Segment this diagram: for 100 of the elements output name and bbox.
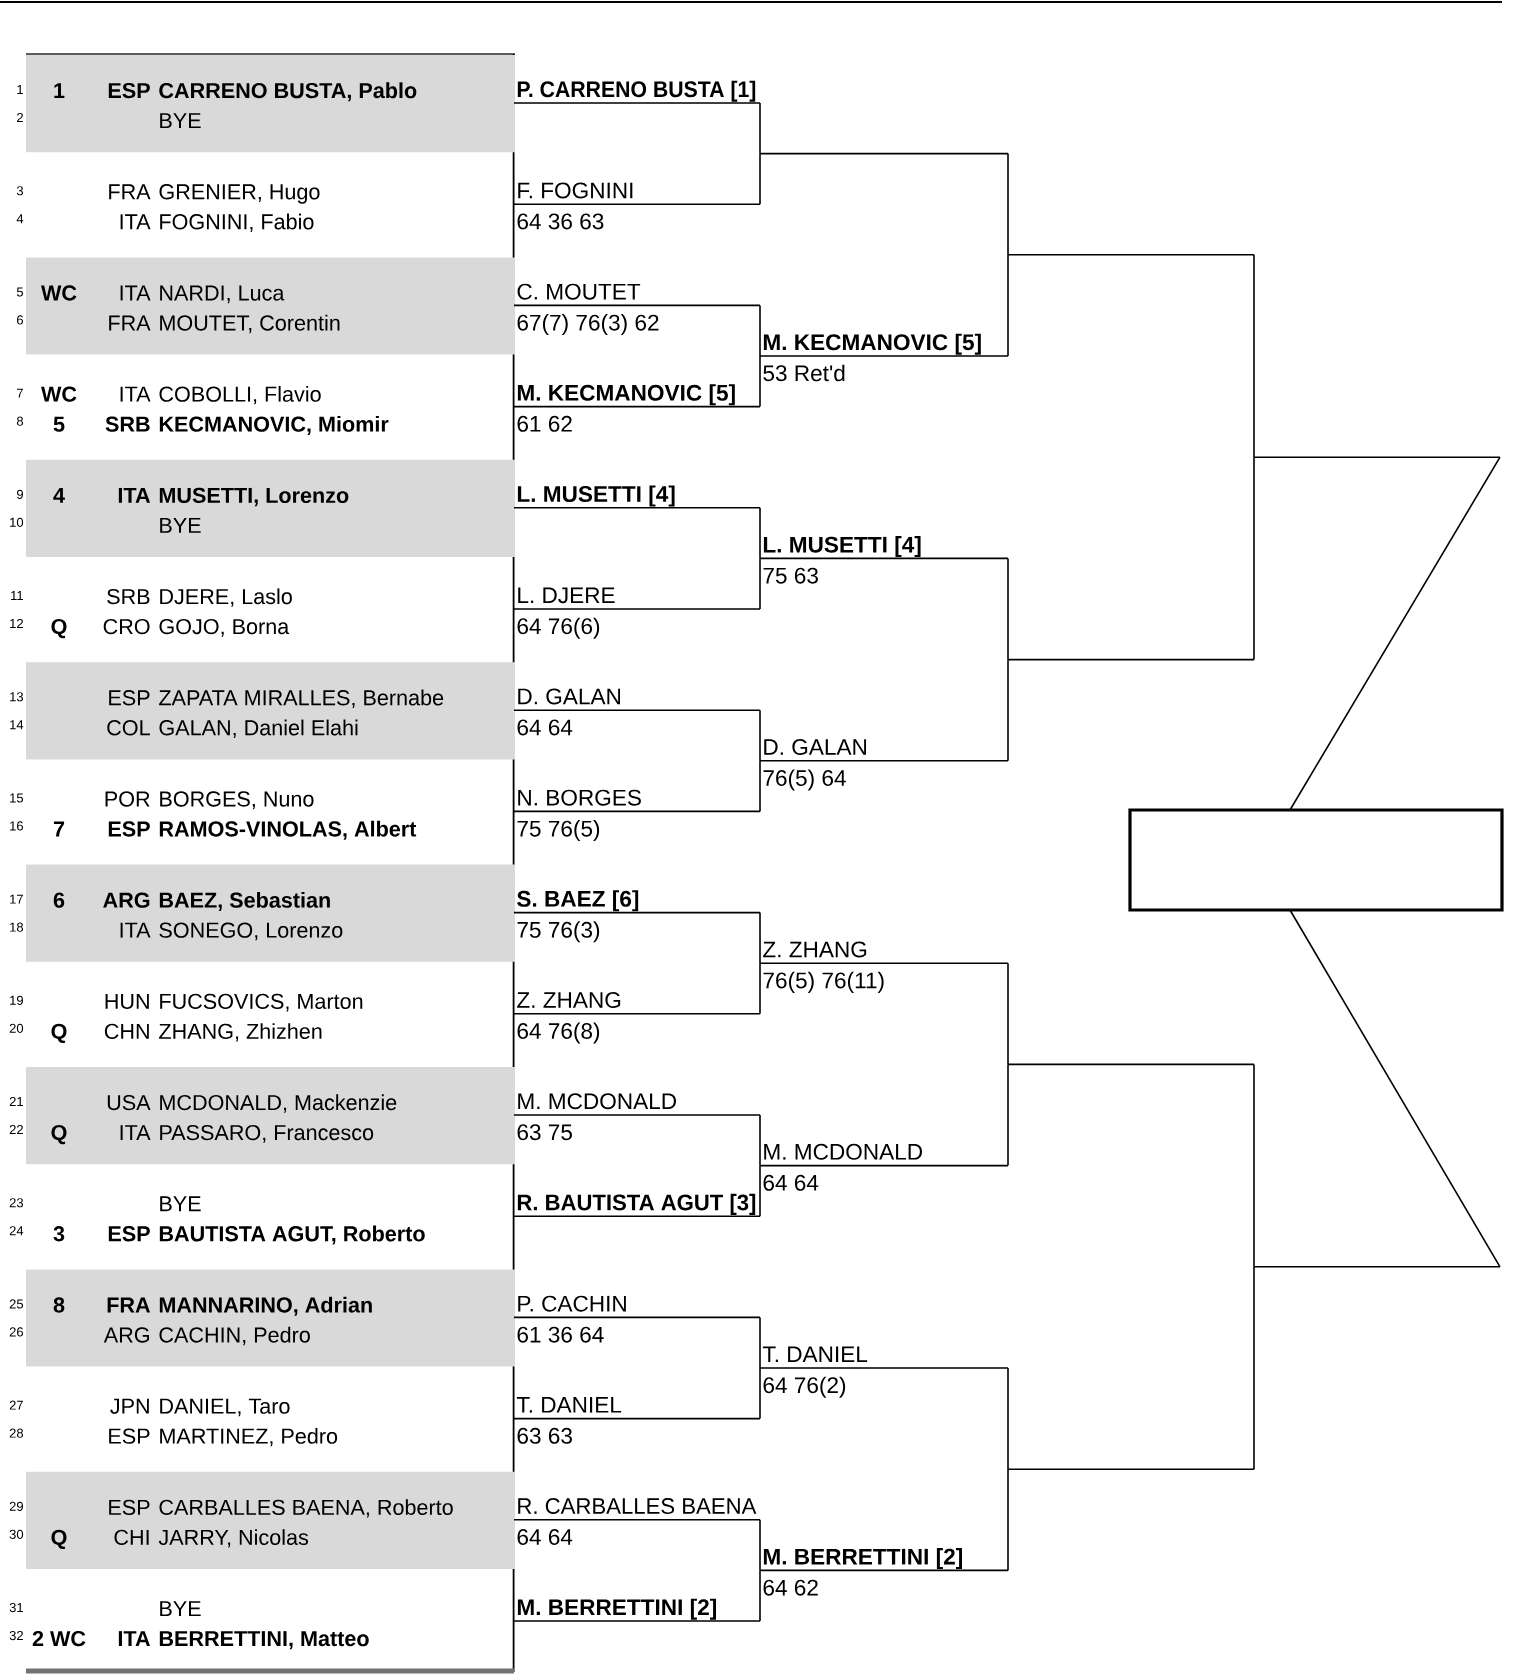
slot-line bbox=[759, 152, 1009, 155]
slot-line bbox=[1007, 1468, 1255, 1470]
player-name: MUSETTI, Lorenzo bbox=[159, 487, 349, 507]
player-name: T. DANIEL bbox=[762, 1346, 868, 1362]
seed: 2 WC bbox=[32, 1630, 86, 1647]
player-name: T. DANIEL bbox=[516, 1397, 622, 1413]
country-code: SRB bbox=[107, 588, 150, 605]
player-name: Z. ZHANG bbox=[517, 992, 621, 1009]
player-name: CACHIN, Pedro bbox=[159, 1326, 310, 1346]
country-code: ESP bbox=[108, 821, 150, 837]
player-name: KECMANOVIC, Miomir bbox=[159, 415, 389, 435]
player-name: M. MCDONALD bbox=[518, 1093, 676, 1110]
bracket-line bbox=[1007, 658, 1009, 762]
slot-line bbox=[1253, 456, 1501, 458]
player-name: M. KECMANOVIC [5] bbox=[763, 333, 981, 355]
country-code: ITA bbox=[118, 487, 151, 503]
player-name: GOJO, Borna bbox=[159, 618, 290, 637]
player-name: CARRENO BUSTA, Pablo bbox=[159, 82, 417, 102]
country-code: ESP bbox=[108, 82, 150, 99]
bracket-line bbox=[759, 152, 761, 205]
country-code: ITA bbox=[120, 285, 151, 301]
country-code: FRA bbox=[109, 184, 151, 200]
seed: 5 bbox=[53, 416, 65, 432]
connector-line bbox=[1289, 909, 1501, 1268]
bracket-line bbox=[1253, 456, 1255, 661]
score: 64 76(2) bbox=[763, 1376, 846, 1398]
seed: Q bbox=[51, 618, 67, 639]
score: 76(5) 64 bbox=[763, 769, 846, 791]
player-name: L. MUSETTI [4] bbox=[763, 536, 921, 558]
score: 75 63 bbox=[763, 567, 818, 584]
score: 64 64 bbox=[517, 719, 573, 736]
country-code: JPN bbox=[110, 1398, 149, 1414]
player-name: R. CARBALLES BAENA bbox=[518, 1498, 757, 1515]
country-code: HUN bbox=[105, 993, 149, 1010]
country-code: CHI bbox=[114, 1529, 149, 1546]
bracket-line bbox=[1007, 254, 1009, 357]
score: 61 36 64 bbox=[517, 1326, 604, 1343]
player-name: DANIEL, Taro bbox=[160, 1398, 290, 1417]
country-code: USA bbox=[107, 1094, 151, 1111]
seed: 7 bbox=[53, 821, 65, 837]
bracket-line bbox=[759, 557, 761, 610]
country-code: POR bbox=[105, 791, 150, 807]
score: 75 76(3) bbox=[517, 921, 600, 943]
seed: Q bbox=[51, 1529, 67, 1550]
player-name: COBOLLI, Flavio bbox=[159, 385, 321, 405]
player-name: JARRY, Nicolas bbox=[158, 1529, 309, 1548]
score: 64 64 bbox=[517, 1529, 573, 1546]
player-name: BAEZ, Sebastian bbox=[159, 891, 330, 911]
bracket-line bbox=[1253, 1063, 1255, 1268]
bracket-line bbox=[759, 1164, 761, 1217]
bracket-line bbox=[759, 1316, 761, 1369]
player-name: N. BORGES bbox=[518, 789, 641, 806]
slot-line bbox=[1007, 658, 1255, 661]
country-code: ARG bbox=[103, 892, 150, 908]
player-name: MANNARINO, Adrian bbox=[159, 1296, 372, 1316]
slot-line bbox=[1007, 1063, 1255, 1066]
player-name: D. GALAN bbox=[764, 739, 866, 756]
player-name: Z. ZHANG bbox=[763, 941, 867, 958]
country-code: ESP bbox=[108, 1226, 150, 1242]
bracket-line bbox=[1007, 152, 1009, 256]
player-name: BYE bbox=[160, 1601, 201, 1616]
country-code: ESP bbox=[109, 1428, 150, 1444]
country-code: CRO bbox=[103, 618, 150, 635]
country-code: FRA bbox=[107, 1297, 150, 1313]
bracket-line bbox=[759, 1367, 761, 1420]
bracket-line bbox=[759, 102, 761, 155]
player-name: S. BAEZ [6] bbox=[517, 890, 639, 912]
slot-line bbox=[1253, 1266, 1501, 1268]
player-name: MOUTET, Corentin bbox=[160, 314, 340, 334]
player-name: ZAPATA MIRALLES, Bernabe bbox=[159, 689, 444, 708]
score: 61 62 bbox=[517, 415, 572, 432]
player-name: L. DJERE bbox=[518, 587, 615, 604]
country-code: ESP bbox=[109, 690, 150, 706]
country-code: CHN bbox=[104, 1023, 149, 1040]
country-code: SRB bbox=[105, 416, 150, 432]
country-code: ITA bbox=[120, 1125, 151, 1140]
player-name: MARTINEZ, Pedro bbox=[160, 1427, 338, 1447]
player-name: ZHANG, Zhizhen bbox=[159, 1023, 322, 1042]
bracket-line bbox=[759, 1114, 761, 1167]
seed: 4 bbox=[53, 487, 65, 503]
score: 53 Ret'd bbox=[763, 364, 845, 382]
player-name: L. MUSETTI [4] bbox=[517, 485, 675, 507]
player-name: BYE bbox=[160, 1196, 201, 1212]
player-name: D. GALAN bbox=[518, 688, 620, 705]
player-name: BYE bbox=[160, 113, 201, 128]
player-name: SONEGO, Lorenzo bbox=[159, 922, 343, 941]
bracket-line bbox=[759, 760, 761, 813]
country-code: ARG bbox=[103, 1327, 149, 1343]
score: 63 63 bbox=[517, 1427, 572, 1444]
seed: 8 bbox=[53, 1297, 65, 1313]
bracket-line bbox=[759, 355, 761, 408]
seed: 1 bbox=[54, 83, 65, 98]
bracket-line bbox=[759, 1519, 761, 1572]
player-name: GALAN, Daniel Elahi bbox=[159, 719, 358, 738]
player-name: FUCSOVICS, Marton bbox=[160, 993, 363, 1012]
seed: WC bbox=[41, 285, 77, 301]
score: 64 62 bbox=[763, 1579, 818, 1596]
player-name: FOGNINI, Fabio bbox=[160, 213, 314, 232]
player-name: MCDONALD, Mackenzie bbox=[160, 1094, 397, 1113]
player-name: DJERE, Laslo bbox=[160, 588, 292, 607]
